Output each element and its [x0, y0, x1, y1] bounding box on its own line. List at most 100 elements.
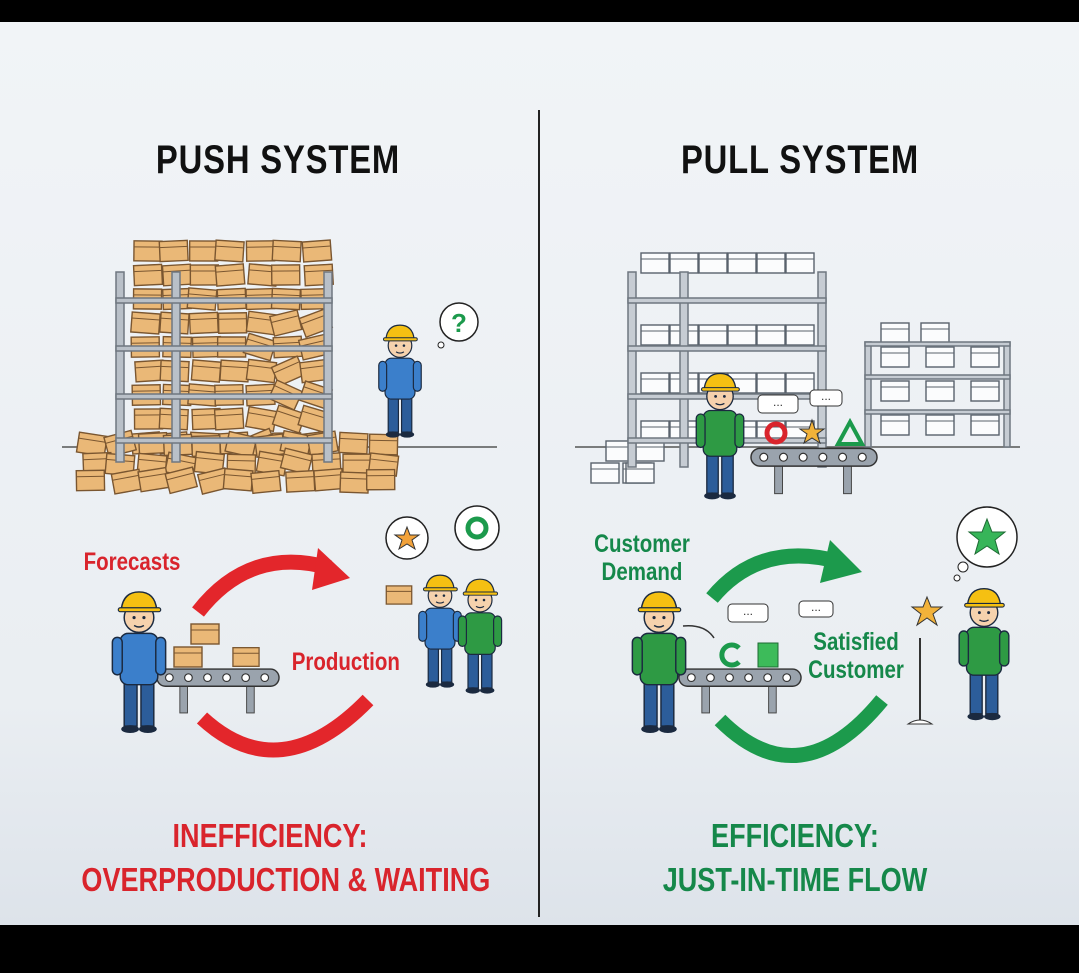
- star-icon: [393, 525, 421, 551]
- box-icon: [219, 359, 250, 383]
- box-icon: [190, 359, 222, 383]
- push-outcome: INEFFICIENCY: OVERPRODUCTION & WAITING: [81, 814, 491, 902]
- satisfied-customer-line1: Satisfied: [813, 628, 899, 656]
- box-icon: [970, 346, 1000, 368]
- speech-dots: ...: [811, 600, 821, 614]
- box-icon: [365, 468, 396, 491]
- customer-demand-label: Customer Demand: [593, 530, 691, 586]
- star-item-icon: [798, 418, 826, 445]
- question-mark-icon: ?: [451, 308, 467, 338]
- speech-bubble: [757, 394, 799, 414]
- push-conveyor: [156, 668, 280, 714]
- push-outcome-line2: OVERPRODUCTION & WAITING: [81, 861, 491, 898]
- pull-cycle-arrow-bottom: [714, 695, 888, 763]
- production-label: Production: [291, 648, 400, 676]
- speech-bubble: [727, 603, 769, 623]
- confused-worker: [377, 324, 423, 439]
- push-system-title: PUSH SYSTEM: [155, 138, 401, 182]
- box-icon: [970, 414, 1000, 436]
- box-icon: [785, 372, 815, 394]
- illustration: ? ... ... ... ...: [62, 110, 1020, 917]
- speech-dots: ...: [773, 395, 783, 409]
- speech-bubble: [798, 600, 834, 618]
- box-icon: [925, 346, 955, 368]
- customer-demand-line1: Customer: [594, 530, 690, 558]
- box-icon: [130, 311, 161, 335]
- box-icon: [880, 414, 910, 436]
- push-shelf: [115, 271, 333, 463]
- speech-bubble: [809, 389, 843, 407]
- box-icon: [339, 471, 370, 494]
- satisfied-customer-label: Satisfied Customer: [807, 628, 905, 684]
- push-cycle-arrow-bottom: [196, 694, 374, 758]
- speech-dots: ...: [743, 604, 753, 618]
- box-icon: [214, 263, 246, 287]
- box-icon: [217, 312, 248, 334]
- push-production-worker: [111, 591, 167, 734]
- box-icon: [920, 322, 950, 344]
- box-icon: [698, 324, 728, 346]
- question-thought-bubble: [439, 302, 479, 342]
- box-icon: [250, 469, 282, 495]
- box-icon: [245, 406, 278, 432]
- pull-system-title: PULL SYSTEM: [680, 138, 920, 182]
- box-icon: [245, 358, 278, 384]
- star-icon: [910, 595, 944, 627]
- push-outcome-line1: INEFFICIENCY:: [172, 817, 368, 854]
- box-icon: [590, 462, 620, 484]
- box-icon: [269, 309, 303, 337]
- box-icon: [880, 380, 910, 402]
- pull-production-worker: [631, 591, 687, 734]
- box-icon: [313, 467, 345, 492]
- ring-item-icon: [764, 421, 788, 445]
- waiting-customer-worker: [457, 578, 503, 695]
- pull-arrowhead-icon: [820, 540, 862, 583]
- box-icon: [232, 646, 260, 668]
- box-icon: [173, 646, 203, 668]
- box-icon: [75, 469, 106, 492]
- box-icon: [925, 380, 955, 402]
- pull-outcome-line1: EFFICIENCY:: [711, 817, 879, 854]
- box-icon: [756, 324, 786, 346]
- pull-conveyor-small: [678, 668, 802, 714]
- box-icon: [640, 372, 670, 394]
- box-icon: [133, 408, 164, 430]
- box-icon: [640, 252, 670, 274]
- box-icon: [669, 252, 699, 274]
- box-icon: [188, 240, 219, 262]
- push-arrowhead-icon: [312, 548, 350, 590]
- box-icon: [222, 467, 254, 492]
- box-icon: [635, 440, 665, 462]
- box-icon: [132, 263, 164, 287]
- pull-cycle-arrow-top: [706, 548, 842, 603]
- box-icon: [640, 324, 670, 346]
- pull-conveyor: [750, 447, 878, 495]
- box-icon: [214, 239, 245, 263]
- green-box-item: [757, 642, 779, 668]
- satisfied-customer-worker: [958, 587, 1010, 721]
- push-cycle-arrow-top: [192, 554, 333, 617]
- ring-icon: [465, 516, 489, 540]
- pull-outcome: EFFICIENCY: JUST-IN-TIME FLOW: [606, 814, 983, 902]
- c-item-icon: [719, 642, 741, 668]
- box-icon: [880, 322, 910, 344]
- box-icon: [338, 431, 369, 455]
- box-icon: [189, 264, 220, 286]
- box-icon: [137, 466, 170, 493]
- box-icon: [188, 311, 219, 335]
- box-icon: [727, 324, 757, 346]
- green-star-icon: [967, 517, 1007, 556]
- waiting-customer-worker: [418, 574, 462, 689]
- box-icon: [756, 372, 786, 394]
- satisfied-customer-line2: Customer: [808, 656, 904, 684]
- box-icon: [925, 414, 955, 436]
- box-icon: [698, 252, 728, 274]
- ring-thought-bubble: [454, 505, 500, 551]
- box-icon: [158, 239, 189, 263]
- unwanted-box-icon: [385, 585, 413, 605]
- box-icon: [285, 469, 316, 493]
- box-icon: [727, 252, 757, 274]
- box-icon: [271, 239, 302, 263]
- box-icon: [213, 407, 245, 431]
- box-icon: [190, 623, 220, 645]
